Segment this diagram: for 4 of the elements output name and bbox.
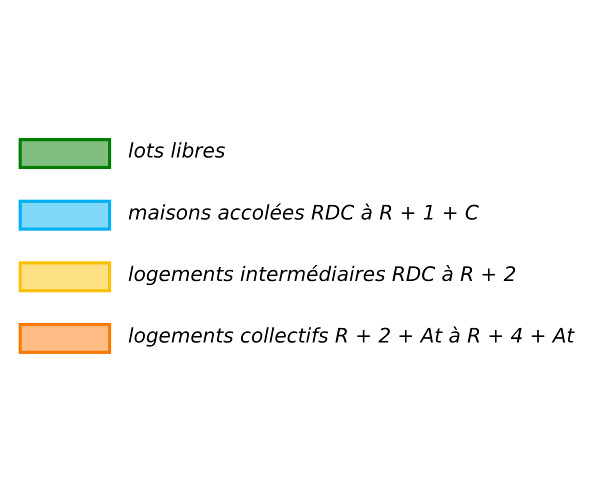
legend-label: maisons accolées RDC à R + 1 + C xyxy=(128,200,479,224)
legend-label: lots libres xyxy=(128,138,226,162)
legend-label: logements collectifs R + 2 + At à R + 4 + At xyxy=(128,323,574,348)
legend-label: logements intermédiaires RDC à R + 2 xyxy=(128,261,516,286)
